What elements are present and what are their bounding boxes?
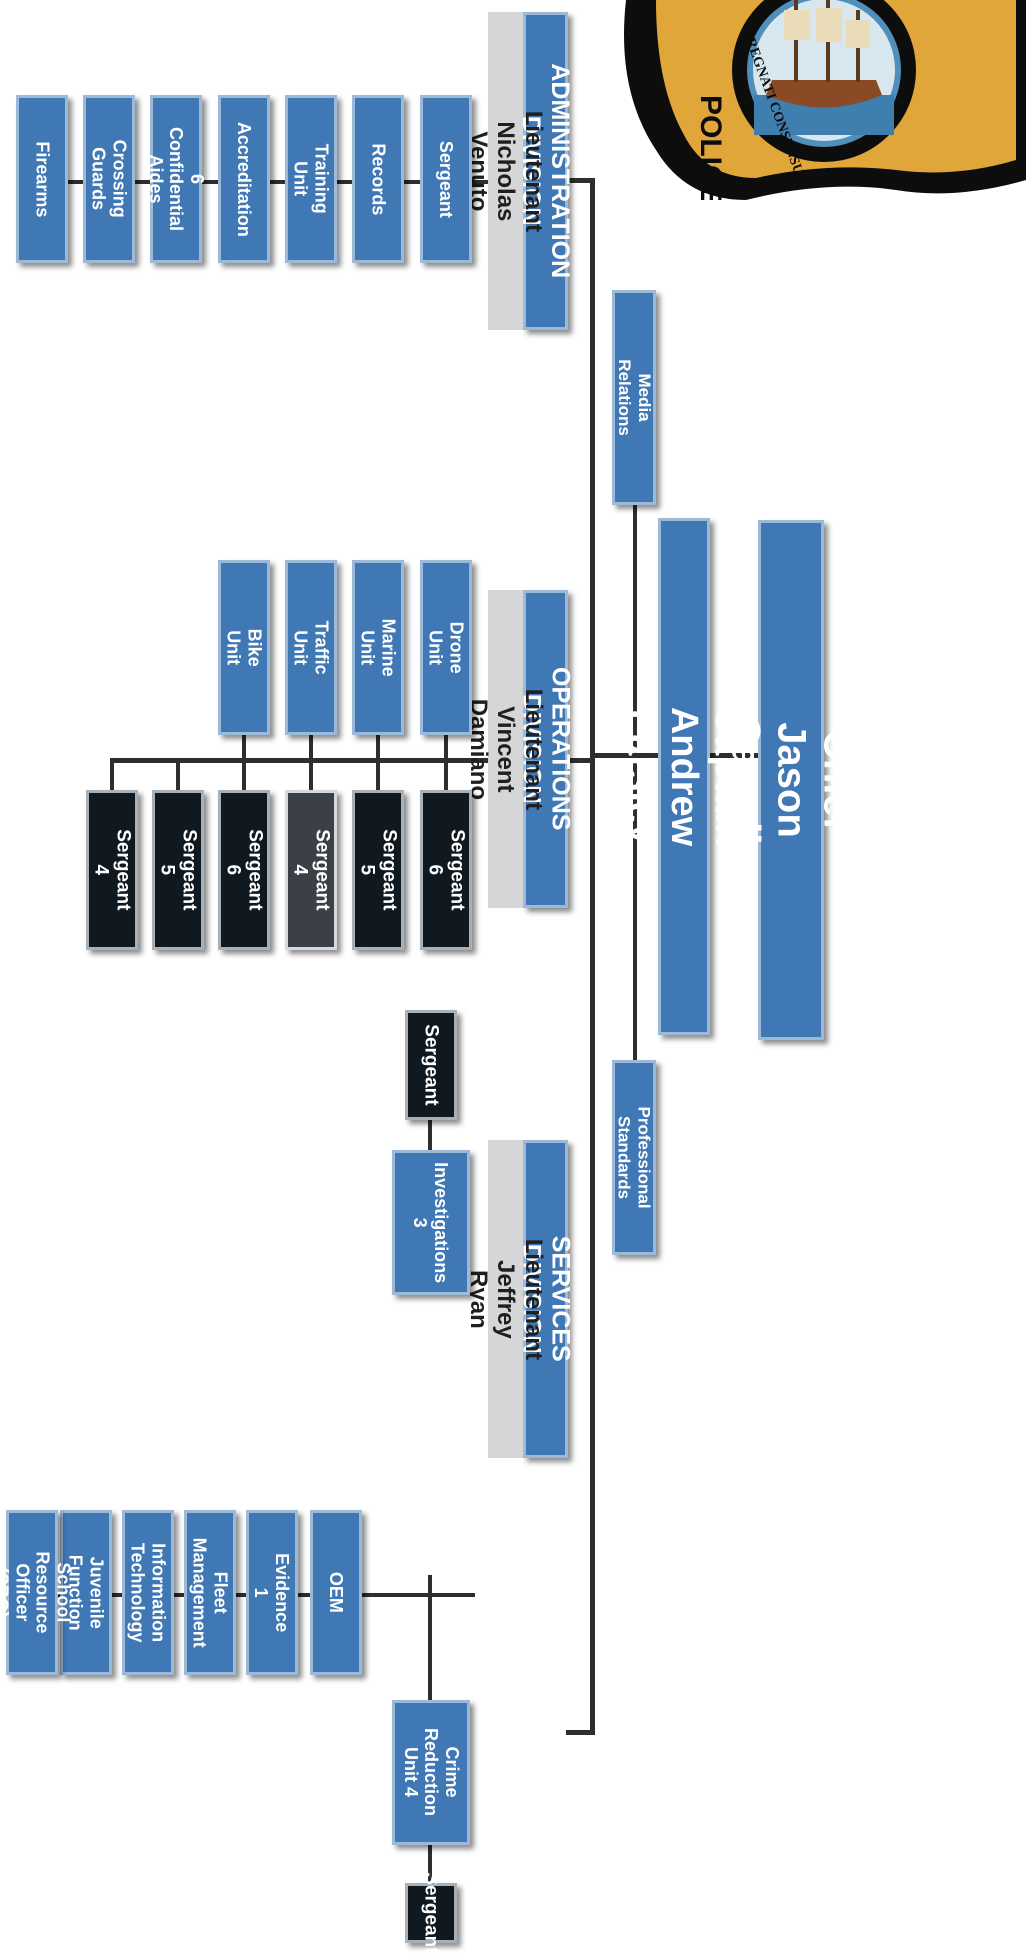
ops-unit-drone-text: Drone Unit	[426, 621, 467, 674]
services-unit-sro: School Resource Officer (SRO)	[0, 1510, 73, 1675]
media-relations-label: Media Relations	[615, 359, 654, 436]
ops-branch	[566, 758, 595, 763]
admin-unit-accreditation: Accreditation	[218, 95, 270, 263]
services-lieutenant-text: Lieutenant Jeffrey Ryan	[464, 1238, 547, 1360]
captain-trunk-connector	[592, 753, 658, 758]
services-unit-it: Information Technology	[122, 1510, 174, 1675]
admin-unit-accreditation-text: Accreditation	[234, 121, 255, 237]
services-sgt-left-connector	[428, 1120, 432, 1158]
services-lieutenant: Lieutenant Jeffrey Ryan	[465, 1140, 547, 1458]
admin-unit-training-text: Training Unit	[291, 143, 332, 215]
admin-unit-records-text: Records	[368, 142, 389, 216]
admin-unit-firearms: Firearms	[16, 95, 68, 263]
services-division-title: SERVICES DIVISION	[518, 1140, 574, 1458]
admin-unit-training: Training Unit	[285, 95, 337, 263]
captain-label: Captain Andrew Parsley	[620, 706, 750, 847]
services-sergeant-left: Sergeant	[405, 1010, 457, 1120]
media-relations-box: Media Relations	[612, 290, 656, 505]
ops-sergeant-2-text: Sergeant 5	[357, 829, 400, 911]
admin-unit-sergeant-text: Sergeant	[436, 140, 457, 218]
ops-unit-connector-4	[242, 735, 246, 760]
ops-division-title: OPERATIONS DIVISION	[518, 590, 574, 908]
ops-unit-drone: Drone Unit	[420, 560, 472, 735]
professional-standards-label: Professional Standards	[615, 1106, 654, 1209]
police-badge-logo: POLICE REGNATI CONSENSU	[624, 0, 1026, 200]
services-unit-it-text: Information Technology	[128, 1542, 169, 1643]
ops-sgt-connector-4	[242, 760, 246, 790]
ops-unit-traffic-text: Traffic Unit	[291, 620, 332, 675]
logo-police-text: POLICE	[694, 95, 727, 200]
services-sergeant-right: Sergeant	[405, 1872, 457, 1954]
admin-units-line	[50, 180, 490, 184]
ops-sgt-connector-1	[444, 760, 448, 790]
services-sergeant-right-text: Sergeant	[420, 1872, 442, 1954]
admin-unit-confidential-aides-text: 6 Confidential Aides	[145, 127, 208, 231]
services-crime-reduction: Crime Reduction Unit 4	[392, 1700, 470, 1845]
ops-sergeant-3: Sergeant 4	[285, 790, 337, 950]
ops-lieutenant-text: Lieutenant Vincent Damiano	[464, 688, 547, 810]
ops-unit-marine: Marine Unit	[352, 560, 404, 735]
services-sgt-right-connector	[428, 1845, 432, 1883]
ops-sgt-connector-5	[176, 760, 180, 790]
staff-vertical-line	[633, 505, 637, 1255]
admin-lieutenant: Lieutenant Nicholas Venuto	[465, 12, 547, 330]
ops-sergeant-1-text: Sergeant 6	[425, 829, 468, 911]
ops-sergeant-1: Sergeant 6	[420, 790, 472, 950]
ops-unit-bike: Bike Unit	[218, 560, 270, 735]
ops-unit-connector-2	[376, 735, 380, 760]
ops-sgt-connector-2	[376, 760, 380, 790]
ops-unit-connector-3	[309, 735, 313, 760]
ops-sergeant-2: Sergeant 5	[352, 790, 404, 950]
services-unit-evidence-text: Evidence 1	[252, 1552, 293, 1633]
services-sergeant-left-text: Sergeant	[420, 1024, 442, 1106]
ops-lieutenant: Lieutenant Vincent Damiano	[465, 590, 547, 908]
ops-sergeant-4: Sergeant 6	[218, 790, 270, 950]
services-unit-fleet: Fleet Management	[184, 1510, 236, 1675]
ops-sergeant-bus	[110, 758, 490, 763]
chief-box: Chief Jason Carroll	[723, 520, 859, 1040]
admin-lieutenant-text: Lieutenant Nicholas Venuto	[464, 110, 547, 232]
services-unit-juvenile: Juvenile Function	[60, 1510, 112, 1675]
professional-standards-box: Professional Standards	[612, 1060, 656, 1255]
ops-sgt-connector-3	[309, 760, 313, 790]
division-vertical-trunk	[590, 178, 595, 1735]
services-branch	[566, 1730, 595, 1735]
admin-unit-crossing-guards-text: Crossing Guards	[89, 139, 130, 219]
chief-captain-connector	[710, 753, 758, 758]
ops-sergeant-4-text: Sergeant 6	[223, 829, 266, 911]
admin-division-title: ADMINISTRATION DIVISION	[518, 12, 574, 330]
services-investigations: Investigations 3	[392, 1150, 470, 1295]
ops-sgt-connector-6	[110, 760, 114, 790]
ops-sergeant-5-text: Sergeant 5	[157, 829, 200, 911]
ops-sergeant-5: Sergeant 5	[152, 790, 204, 950]
admin-unit-sergeant: Sergeant	[420, 95, 472, 263]
ops-unit-connector-1	[444, 735, 448, 760]
ops-unit-marine-text: Marine Unit	[358, 618, 399, 677]
admin-unit-crossing-guards: Crossing Guards	[83, 95, 135, 263]
ops-sergeant-6-text: Sergeant 4	[91, 829, 134, 911]
services-unit-oem-text: OEM	[326, 1571, 347, 1614]
services-unit-oem: OEM	[310, 1510, 362, 1675]
services-invest-crime-connector	[428, 1575, 432, 1760]
services-unit-evidence: Evidence 1	[246, 1510, 298, 1675]
services-unit-sro-text: School Resource Officer (SRO)	[0, 1551, 74, 1634]
admin-branch	[566, 178, 595, 183]
ops-unit-bike-text: Bike Unit	[224, 628, 265, 667]
ops-sergeant-3-text: Sergeant 4	[290, 829, 333, 911]
ops-unit-traffic: Traffic Unit	[285, 560, 337, 735]
ops-sergeant-6: Sergeant 4	[86, 790, 138, 950]
services-investigations-text: Investigations 3	[411, 1161, 452, 1284]
captain-box: Captain Andrew Parsley	[620, 518, 750, 1035]
admin-unit-confidential-aides: 6 Confidential Aides	[146, 95, 207, 263]
services-unit-fleet-text: Fleet Management	[190, 1537, 231, 1648]
services-crime-reduction-text: Crime Reduction Unit 4	[400, 1728, 463, 1817]
admin-unit-records: Records	[352, 95, 404, 263]
admin-unit-firearms-text: Firearms	[32, 140, 53, 218]
